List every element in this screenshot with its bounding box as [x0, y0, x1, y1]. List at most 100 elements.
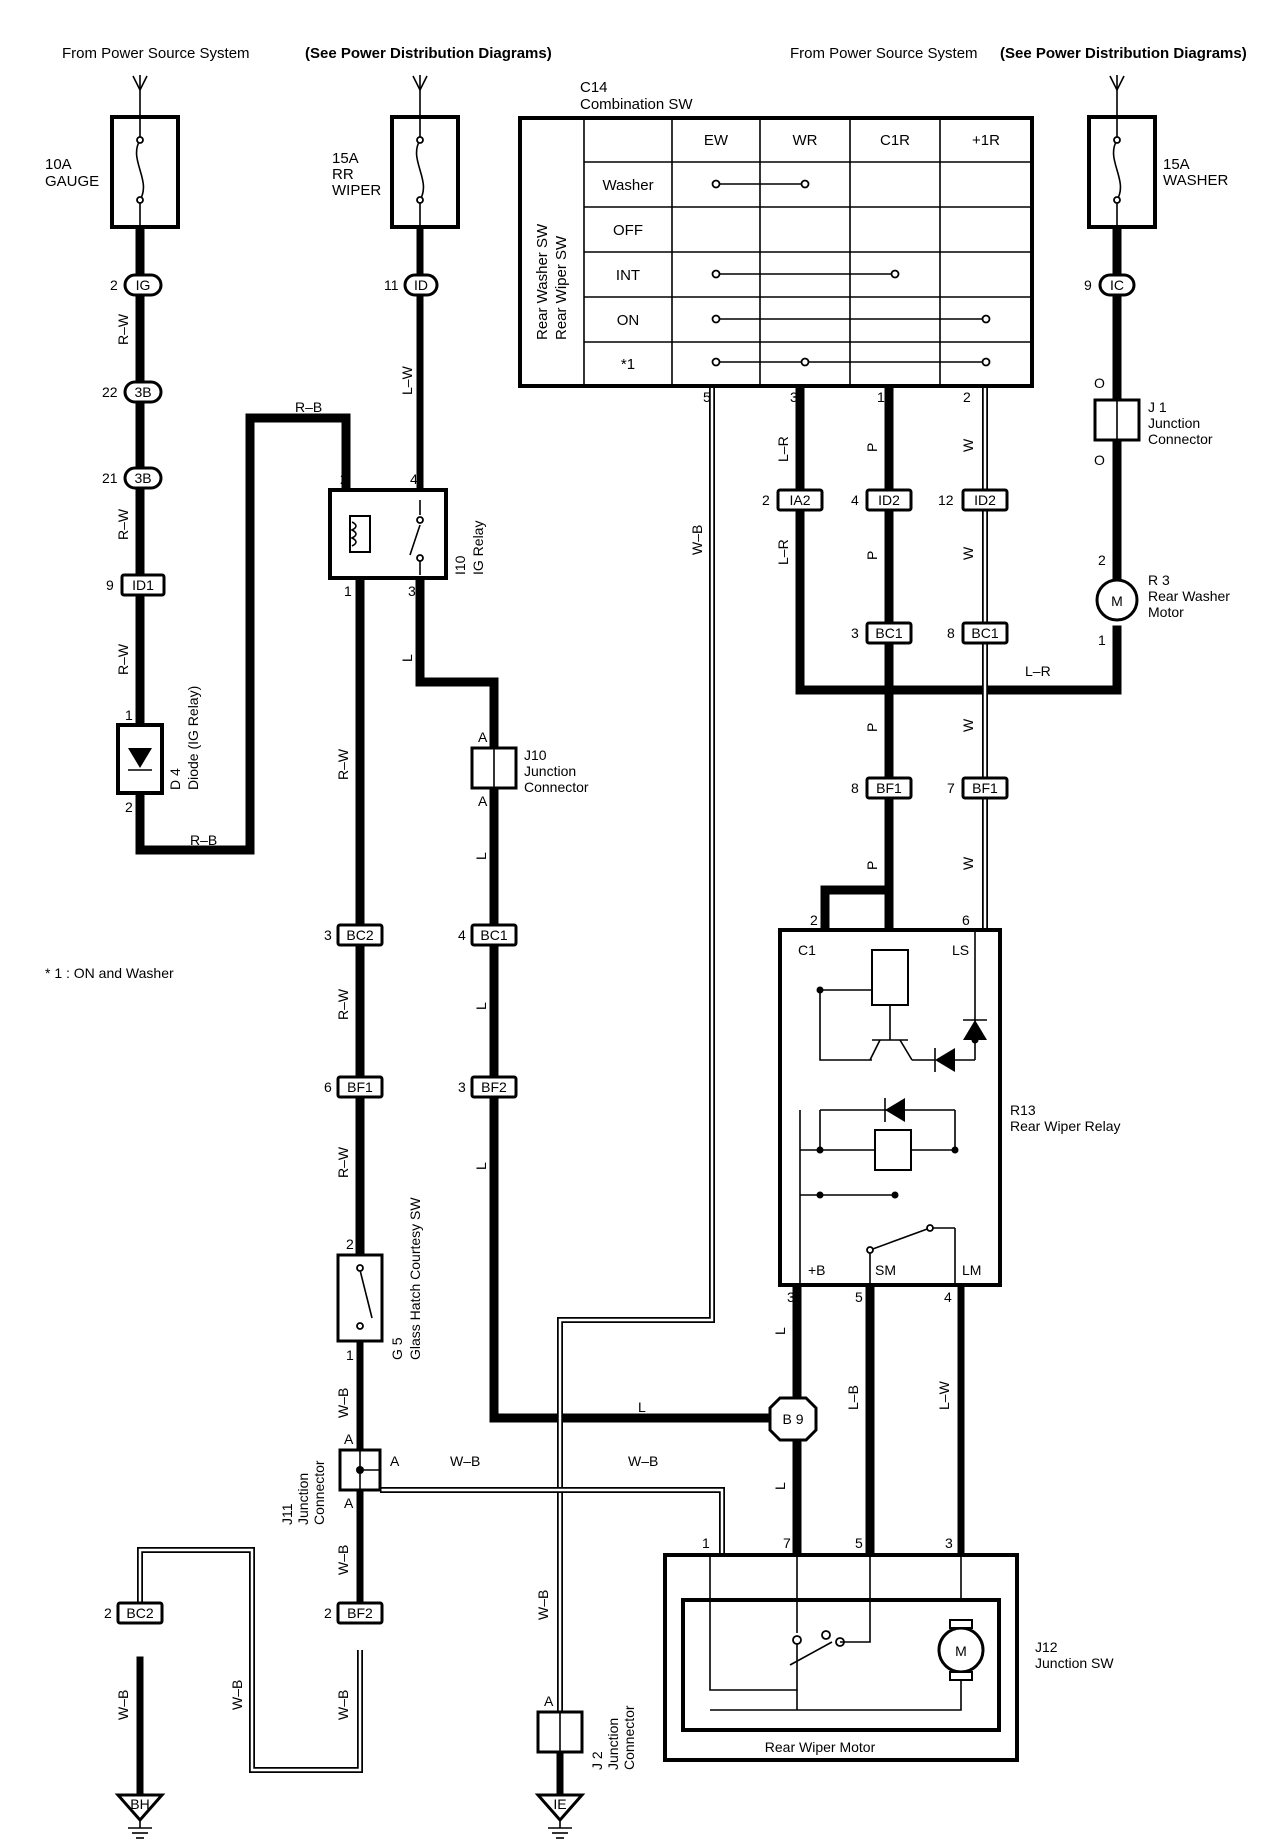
connector-bf1-6-code: BF1	[347, 1079, 373, 1095]
connector-bf1-8-pin: 8	[851, 780, 859, 796]
junction-j1: J 1 Junction Connector	[1093, 398, 1213, 447]
wire-label-rw-2: R–W	[115, 508, 131, 540]
connector-ia2-2: IA2 2	[762, 488, 824, 512]
r13-pin-2: 2	[810, 912, 818, 928]
connector-3b-22: 3B 22	[102, 380, 163, 404]
ig-relay-id: I10	[452, 555, 468, 575]
wire-label-w-2: W	[960, 546, 976, 560]
wire-label-w-1: W	[960, 438, 976, 452]
g5-pin-bottom: 1	[346, 1347, 354, 1363]
wire-label-lw-2: L–W	[936, 1380, 952, 1410]
r3-id: R 3	[1148, 572, 1170, 588]
fuse-rr-wiper-name2: WIPER	[332, 182, 381, 199]
r13-terminal-lm: LM	[962, 1262, 981, 1278]
connector-bc1-4: BC1 4	[458, 923, 518, 947]
c14-row-star1: *1	[621, 356, 635, 373]
connector-bf1-6: BF1 6	[324, 1075, 384, 1099]
j10-pin-bottom: A	[478, 793, 488, 809]
diode-name: Diode (IG Relay)	[185, 686, 201, 790]
c14-pin-1: 1	[877, 389, 885, 405]
joint-b9: B 9	[768, 1396, 818, 1442]
right-source-text: From Power Source System	[790, 45, 978, 62]
wire-label-l-4: L	[473, 1162, 489, 1170]
g5-id: G 5	[389, 1337, 405, 1360]
fuse-rr-wiper: 15A RR WIPER	[332, 115, 460, 229]
wire-label-rw-6: R–W	[335, 1146, 351, 1178]
combination-switch: C14 Combination SW Rear Washer SW Rear W…	[518, 79, 1034, 405]
c14-pin-2: 2	[963, 389, 971, 405]
r13-terminal-sm: SM	[875, 1262, 896, 1278]
b9-label: B 9	[782, 1411, 803, 1427]
right-source-bold-text: (See Power Distribution Diagrams)	[1000, 45, 1247, 62]
c14-row-off: OFF	[613, 222, 643, 239]
j12-id: J12	[1035, 1639, 1058, 1655]
j1-name1: Junction	[1148, 415, 1200, 431]
wire-label-lr-3: L–R	[775, 539, 791, 565]
wire-label-wb-9: W–B	[689, 525, 705, 555]
diode-id: D 4	[167, 768, 183, 790]
c14-col-1r: +1R	[972, 132, 1000, 149]
connector-bf2-3-code: BF2	[481, 1079, 507, 1095]
wire-label-rw-3: R–W	[115, 643, 131, 675]
wire-label-o-1: O	[1094, 375, 1105, 391]
connector-bf2-3: BF2 3	[458, 1075, 518, 1099]
fuse-washer: 15A WASHER	[1087, 115, 1228, 229]
connector-ig-2: IG 2	[110, 273, 163, 297]
c14-col-ew: EW	[704, 132, 729, 149]
connector-bf1-8: BF1 8	[851, 776, 913, 800]
header-left: From Power Source System (See Power Dist…	[62, 45, 552, 62]
c14-row-on: ON	[617, 312, 640, 329]
wire-label-rw-1: R–W	[115, 313, 131, 345]
connector-id2-4: ID2 4	[851, 488, 913, 512]
wire-label-l-3: L	[473, 1002, 489, 1010]
wire-label-lb: L–B	[845, 1385, 861, 1410]
footnote: * 1 : ON and Washer	[45, 965, 174, 981]
wire-label-l-6: L	[772, 1327, 788, 1335]
diode-d4: 1 2 D 4 Diode (IG Relay)	[116, 686, 201, 815]
wiper-motor-symbol: M	[955, 1643, 967, 1659]
rear-wiper-relay-r13: C1 LS +B SM LM 2 6 3 5 4 R13 Rear Wiper …	[778, 912, 1120, 1305]
wire-label-p-4: P	[864, 861, 880, 870]
connector-bf1-8-code: BF1	[876, 780, 902, 796]
wire-label-lw: L–W	[399, 365, 415, 395]
r13-terminal-ls: LS	[952, 942, 969, 958]
r13-pin-6: 6	[962, 912, 970, 928]
fuse-rr-wiper-amp: 15A	[332, 150, 359, 167]
wiper-motor-pin-3: 3	[945, 1535, 953, 1551]
connector-3b22-pin: 22	[102, 384, 118, 400]
r13-terminal-c1: C1	[798, 942, 816, 958]
connector-id1-9: ID1 9	[106, 573, 166, 597]
wire-label-wb-2: W–B	[450, 1453, 480, 1469]
r3-name2: Motor	[1148, 604, 1184, 620]
j2-name2: Connector	[621, 1705, 637, 1770]
c14-row-int: INT	[616, 267, 640, 284]
glass-hatch-courtesy-sw-g5: 2 1 G 5 Glass Hatch Courtesy SW	[336, 1197, 423, 1363]
wire-label-rb-top: R–B	[295, 399, 322, 415]
connector-id-pin: 11	[384, 277, 399, 293]
left-source-text: From Power Source System	[62, 45, 250, 62]
wiper-motor-pin-1: 1	[702, 1535, 710, 1551]
wire-label-wb-3: W–B	[628, 1453, 658, 1469]
wire-label-p-3: P	[864, 723, 880, 732]
wire-label-l-5: L	[638, 1399, 646, 1415]
connector-id2-12-code: ID2	[974, 492, 996, 508]
connector-id2-4-pin: 4	[851, 492, 859, 508]
j1-name2: Connector	[1148, 431, 1213, 447]
c14-row-washer: Washer	[602, 177, 653, 194]
connector-bc1-4-pin: 4	[458, 927, 466, 943]
connector-ia2-code: IA2	[789, 492, 810, 508]
c14-col-wr: WR	[793, 132, 818, 149]
j10-name2: Connector	[524, 779, 589, 795]
connector-bc2-2: BC2 2	[104, 1601, 164, 1625]
connector-bc2-3: BC2 3	[324, 923, 384, 947]
ig-relay-pin-3: 3	[408, 583, 416, 599]
connector-id1-code: ID1	[132, 577, 154, 593]
ground-ie: IE	[534, 1793, 586, 1839]
fuse-washer-amp: 15A	[1163, 156, 1190, 173]
connector-bc1-3-code: BC1	[875, 625, 902, 641]
ig-relay-pin-2: 2	[340, 471, 348, 487]
connector-3b21-pin: 21	[102, 470, 118, 486]
j11-name1: Junction	[295, 1473, 311, 1525]
wire-label-w-3: W	[960, 718, 976, 732]
connector-id2-4-code: ID2	[878, 492, 900, 508]
